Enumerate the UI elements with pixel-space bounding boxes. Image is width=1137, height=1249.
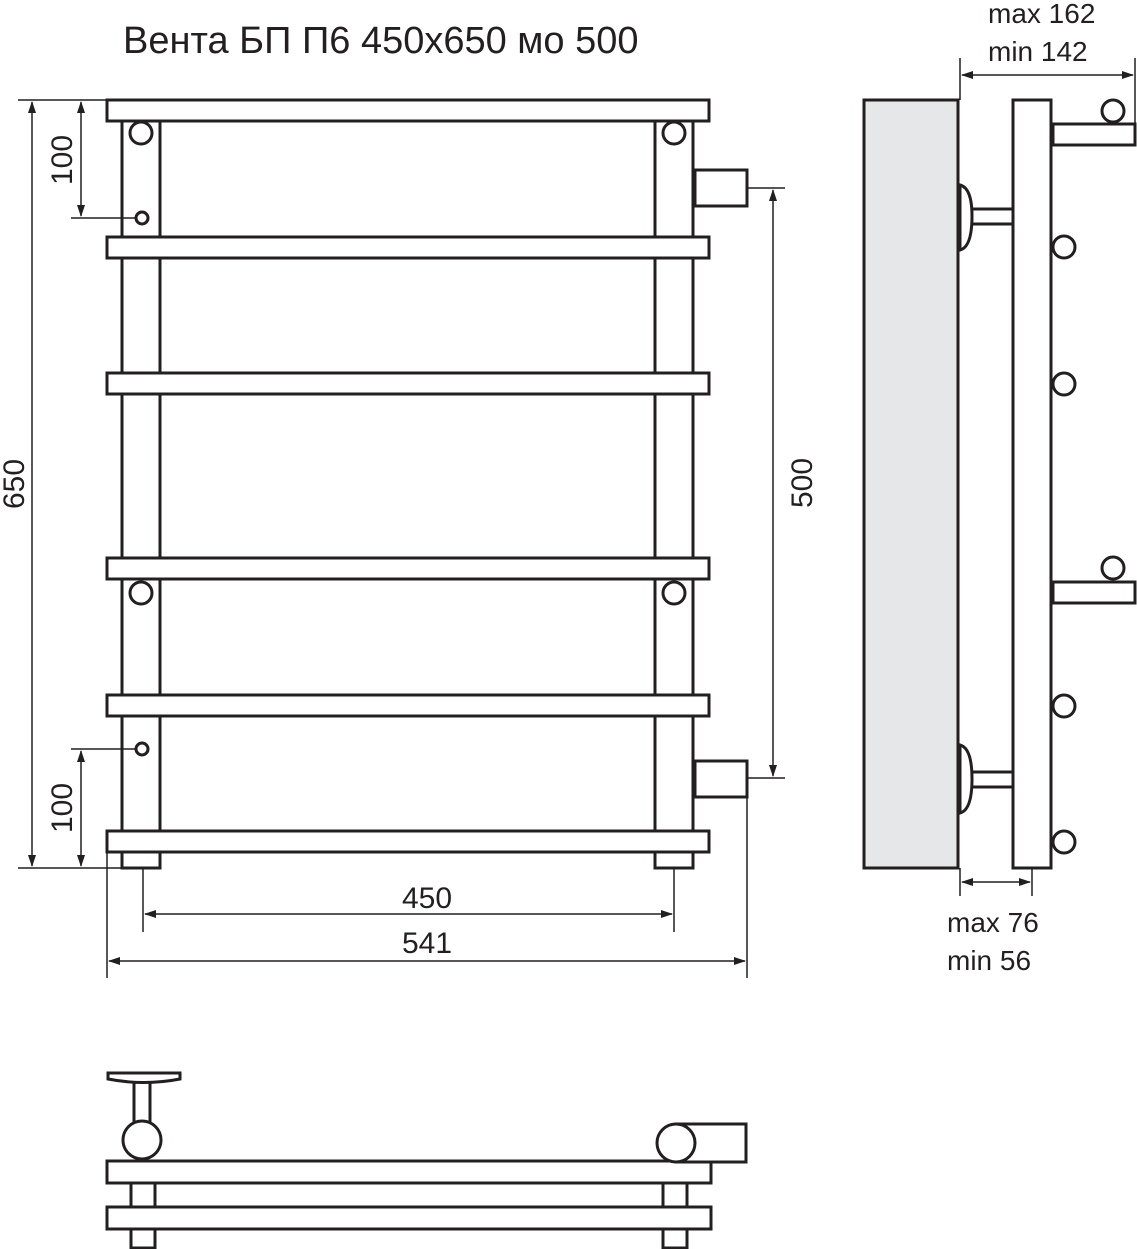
bracket-bottom-flange <box>958 743 974 815</box>
side-bolt-mid <box>1100 555 1126 581</box>
side-bolt-top <box>1100 98 1126 124</box>
shelf-3 <box>105 371 711 396</box>
mount-point-bottom <box>134 741 150 757</box>
side-view <box>862 98 1137 870</box>
bolt-top-right <box>661 120 687 146</box>
drawing-title: Вента БП П6 450х650 мо 500 <box>123 20 639 62</box>
top-joint-left <box>121 1119 163 1161</box>
bolt-mid-left <box>128 580 154 606</box>
top-bracket-flange <box>106 1071 182 1084</box>
label-450: 450 <box>402 882 452 915</box>
dimension-541: 541 <box>106 797 748 978</box>
top-joint-right <box>655 1122 697 1164</box>
side-shelf-top <box>1051 122 1137 147</box>
shelf-2 <box>105 235 711 260</box>
inlet-pipe <box>693 168 749 208</box>
bracket-bottom-stem <box>968 770 1015 789</box>
mount-point-top <box>134 210 150 226</box>
top-shelf-upper <box>105 1159 713 1185</box>
left-post <box>120 99 162 870</box>
label-650: 650 <box>0 459 31 509</box>
dimension-450: 450 <box>142 868 675 932</box>
top-shelf-lower <box>105 1205 713 1231</box>
label-depth-min: min 142 <box>988 36 1088 67</box>
side-rail-3 <box>1051 693 1077 719</box>
bolt-mid-right <box>661 580 687 606</box>
label-depth-max: max 162 <box>988 0 1095 29</box>
side-rail-2 <box>1051 371 1077 397</box>
label-500: 500 <box>786 458 819 508</box>
shelf-6 <box>105 829 711 854</box>
outlet-pipe <box>693 759 749 799</box>
shelf-4 <box>105 556 711 581</box>
label-bottom-100: 100 <box>46 783 79 833</box>
label-gap-min: min 56 <box>947 945 1031 976</box>
shelf-1 <box>105 98 711 123</box>
bracket-top-stem <box>968 207 1015 226</box>
top-view <box>105 1071 748 1249</box>
dimension-top-100: 100 <box>46 101 136 219</box>
bracket-top-flange <box>958 183 974 252</box>
side-shelf-mid <box>1051 580 1137 605</box>
label-gap-max: max 76 <box>947 907 1039 938</box>
dimension-500: 500 <box>747 187 819 779</box>
dimension-650: 650 <box>0 99 122 869</box>
right-post <box>653 99 695 870</box>
dimension-wall-gap: max 76 min 56 <box>947 868 1039 976</box>
dimension-depth: max 162 min 142 <box>959 0 1136 124</box>
dimension-bottom-100: 100 <box>46 748 136 867</box>
side-rail-1 <box>1051 234 1077 260</box>
wall <box>862 98 960 870</box>
side-post <box>1011 98 1053 870</box>
front-view <box>105 98 749 870</box>
label-541: 541 <box>402 927 452 960</box>
shelf-5 <box>105 693 711 718</box>
label-top-100: 100 <box>46 135 79 185</box>
bolt-top-left <box>128 120 154 146</box>
side-rail-4 <box>1051 829 1077 855</box>
